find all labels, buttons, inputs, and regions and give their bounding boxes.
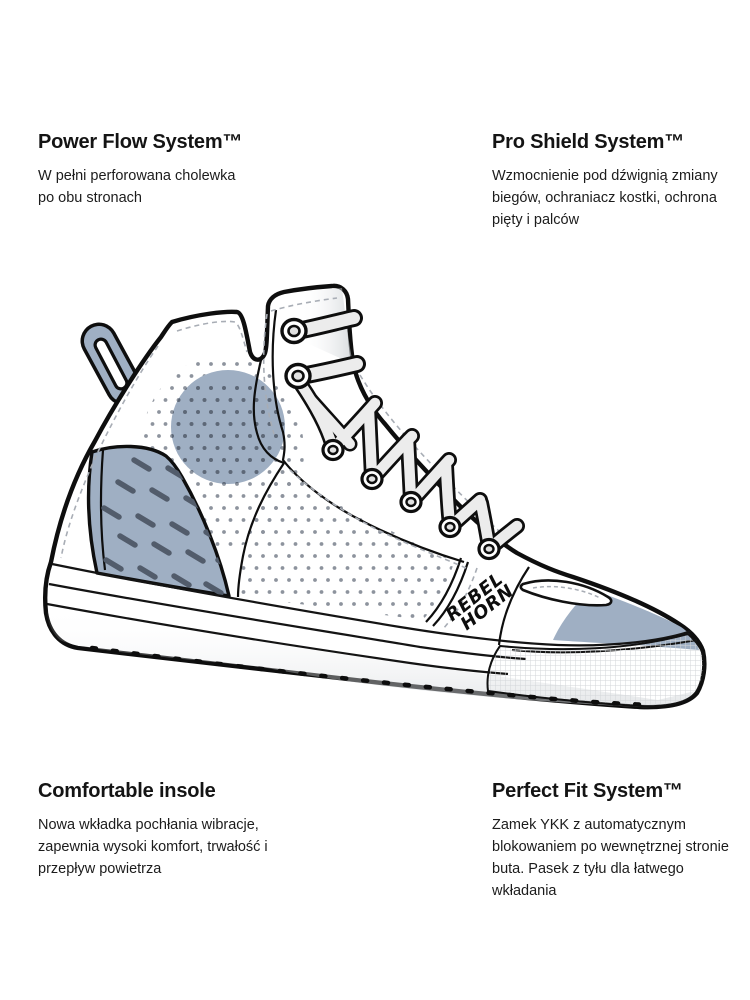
heel-grip-dashes: [101, 457, 230, 596]
feature-pro-shield-system: Pro Shield System™ Wzmocnienie pod dźwig…: [492, 131, 742, 231]
feature-description: Wzmocnienie pod dźwignią zmiany biegów, …: [492, 168, 718, 229]
feature-title: Comfortable insole: [38, 780, 216, 802]
feature-description: W pełni perforowana cholewka po obu stro…: [38, 168, 236, 207]
eyelet-icon: [399, 490, 423, 514]
eyelet-icon: [360, 467, 384, 491]
feature-title: Perfect Fit System™: [492, 780, 683, 802]
feature-title: Power Flow System™: [38, 131, 243, 153]
heel-pull-tab-icon: [80, 322, 143, 406]
panel-seams: [236, 309, 530, 646]
perforation-dots-on-circle: [171, 386, 285, 484]
eyelet-icon: [284, 362, 312, 390]
quarter-seam-1: [425, 557, 463, 623]
feature-description: Nowa wkładka pochłania wibracje, zapewni…: [38, 817, 268, 878]
quarter-seam-2: [432, 561, 470, 627]
toe-bumper: [486, 632, 705, 708]
vamp-seam: [497, 566, 530, 646]
eyelet-icon: [321, 438, 345, 462]
vamp-vent: [519, 579, 613, 607]
feature-perfect-fit-system: Perfect Fit System™ Zamek YKK z automaty…: [492, 780, 750, 902]
eyelet-stay-seam: [271, 309, 465, 564]
feature-comfortable-insole: Comfortable insole Nowa wkładka pochłani…: [38, 780, 308, 880]
feature-title: Pro Shield System™: [492, 131, 685, 153]
heel-panel-divider: [99, 449, 107, 571]
mid-panel-left-seam: [236, 462, 285, 598]
ankle-panel-seam: [252, 359, 285, 465]
feature-power-flow-system: Power Flow System™ W pełni perforowana c…: [38, 131, 308, 209]
sole-tread-teeth: [89, 645, 658, 708]
eyelet-icon: [280, 317, 308, 345]
feature-description: Zamek YKK z automatycznym blokowaniem po…: [492, 817, 729, 900]
eyelet-icon: [477, 537, 501, 561]
eyelet-icon: [438, 515, 462, 539]
eyelets: [280, 317, 501, 561]
side-perforation-field: [238, 466, 455, 620]
